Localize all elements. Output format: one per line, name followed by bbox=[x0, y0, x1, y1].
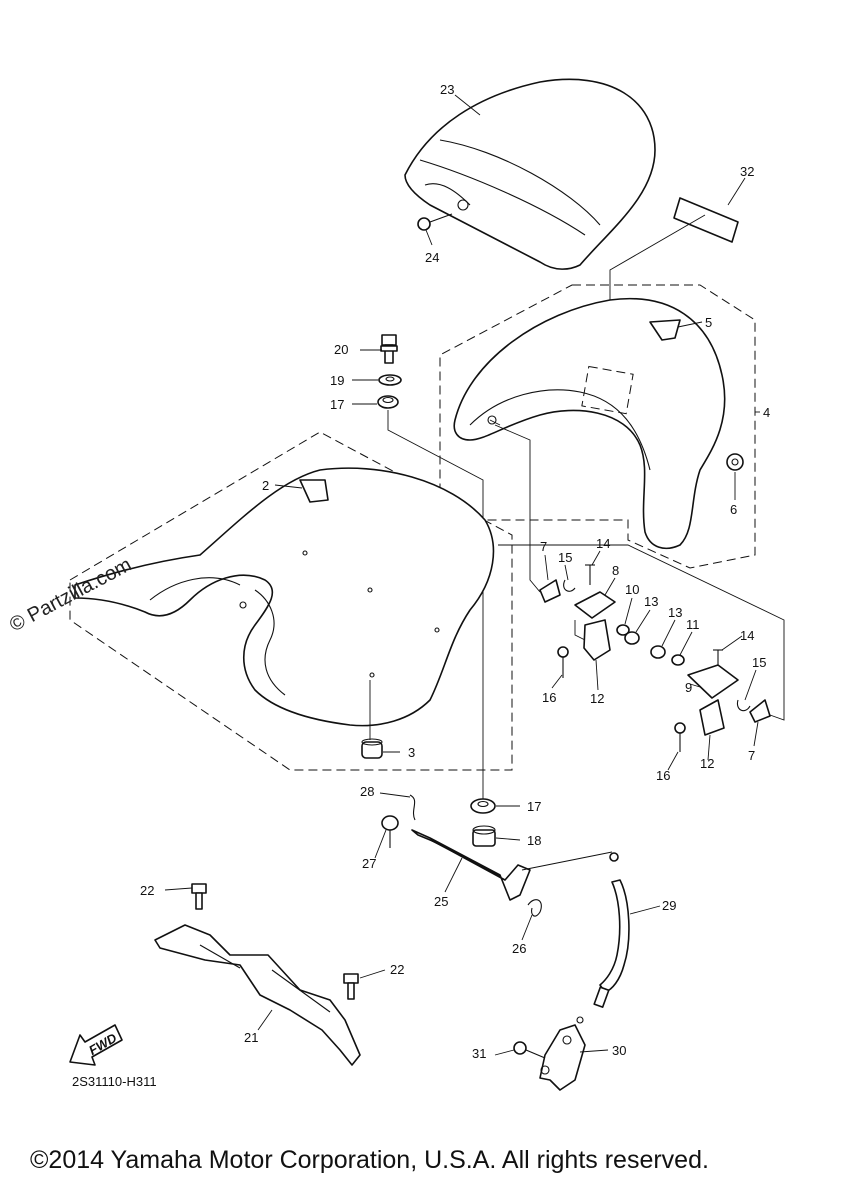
callout-29: 29 bbox=[662, 898, 676, 913]
bracket-7-right[interactable] bbox=[749, 699, 771, 723]
callout-17-upper: 17 bbox=[330, 397, 344, 412]
callout-12-left: 12 bbox=[590, 691, 604, 706]
callout-8: 8 bbox=[612, 563, 619, 578]
callout-19: 19 bbox=[330, 373, 344, 388]
collar-13-right[interactable] bbox=[650, 645, 666, 659]
screw-14-left[interactable] bbox=[585, 564, 595, 585]
collar-10[interactable] bbox=[616, 624, 630, 636]
callout-12-right: 12 bbox=[700, 756, 714, 771]
lock-plate-8[interactable] bbox=[574, 591, 616, 661]
callout-22-lower: 22 bbox=[390, 962, 404, 977]
assembly-4-boundary bbox=[439, 284, 756, 569]
callout-32: 32 bbox=[740, 164, 754, 179]
callout-26: 26 bbox=[512, 941, 526, 956]
grommet-17-upper[interactable] bbox=[377, 395, 399, 409]
clip-15-left[interactable] bbox=[563, 579, 576, 592]
grommet-17-lower[interactable] bbox=[470, 798, 496, 814]
bracket-12-right[interactable] bbox=[699, 699, 725, 736]
lock-plate-9[interactable] bbox=[687, 664, 739, 699]
callout-31: 31 bbox=[472, 1046, 486, 1061]
nut-6[interactable] bbox=[726, 453, 744, 471]
callout-leaders bbox=[164, 94, 760, 1056]
tab-2[interactable] bbox=[299, 479, 329, 503]
collar-27[interactable] bbox=[381, 815, 399, 848]
callout-13-left: 13 bbox=[644, 594, 658, 609]
callout-24: 24 bbox=[425, 250, 439, 265]
rear-seat-23[interactable] bbox=[404, 78, 656, 270]
fwd-arrow-icon: FWD bbox=[69, 1024, 123, 1066]
bracket-21[interactable] bbox=[154, 924, 361, 1066]
cable-29[interactable] bbox=[521, 851, 630, 1008]
damper-3[interactable] bbox=[361, 738, 383, 759]
tab-5[interactable] bbox=[649, 319, 681, 341]
main-seat-boundary bbox=[69, 431, 513, 771]
callout-16-left: 16 bbox=[542, 690, 556, 705]
callout-28: 28 bbox=[360, 784, 374, 799]
spring-26[interactable] bbox=[527, 899, 542, 917]
callout-13-right: 13 bbox=[668, 605, 682, 620]
callout-20: 20 bbox=[334, 342, 348, 357]
callout-15-left: 15 bbox=[558, 550, 572, 565]
bolt-22-upper[interactable] bbox=[191, 883, 207, 910]
main-seat[interactable] bbox=[74, 467, 495, 727]
pin-28[interactable] bbox=[409, 794, 416, 821]
callout-14-left: 14 bbox=[596, 536, 610, 551]
damper-18[interactable] bbox=[472, 825, 496, 847]
callout-15-right: 15 bbox=[752, 655, 766, 670]
lever-rod-25[interactable] bbox=[411, 829, 531, 901]
callout-17-lower: 17 bbox=[527, 799, 541, 814]
callout-2: 2 bbox=[262, 478, 269, 493]
collar-11[interactable] bbox=[671, 654, 685, 666]
bolt-20[interactable] bbox=[380, 334, 398, 364]
washer-19[interactable] bbox=[378, 374, 402, 386]
backrest-cover[interactable] bbox=[453, 297, 726, 549]
latch-30[interactable] bbox=[539, 1016, 586, 1091]
bracket-7-left[interactable] bbox=[539, 579, 561, 603]
callout-7-right: 7 bbox=[748, 748, 755, 763]
callout-11: 11 bbox=[686, 617, 700, 632]
callout-3: 3 bbox=[408, 745, 415, 760]
bolt-31[interactable] bbox=[513, 1041, 546, 1059]
callout-6: 6 bbox=[730, 502, 737, 517]
callout-27: 27 bbox=[362, 856, 376, 871]
callout-4: 4 bbox=[763, 405, 770, 420]
bolt-24[interactable] bbox=[417, 213, 453, 231]
clip-15-right[interactable] bbox=[736, 699, 751, 712]
callout-30: 30 bbox=[612, 1043, 626, 1058]
label-32[interactable] bbox=[673, 197, 739, 243]
callout-18: 18 bbox=[527, 833, 541, 848]
callout-14-right: 14 bbox=[740, 628, 754, 643]
bolt-16-left[interactable] bbox=[557, 646, 569, 678]
bolt-16-right[interactable] bbox=[674, 722, 686, 752]
callout-22-upper: 22 bbox=[140, 883, 154, 898]
callout-10: 10 bbox=[625, 582, 639, 597]
callout-16-right: 16 bbox=[656, 768, 670, 783]
diagram-code: 2S31110-H311 bbox=[72, 1074, 157, 1089]
bolt-22-lower[interactable] bbox=[343, 973, 359, 1000]
callout-5: 5 bbox=[705, 315, 712, 330]
callout-25: 25 bbox=[434, 894, 448, 909]
callout-9: 9 bbox=[685, 680, 692, 695]
callout-21: 21 bbox=[244, 1030, 258, 1045]
callout-23: 23 bbox=[440, 82, 454, 97]
collar-13-left[interactable] bbox=[624, 631, 640, 645]
copyright-footer: ©2014 Yamaha Motor Corporation, U.S.A. A… bbox=[30, 1146, 709, 1174]
callout-7-left: 7 bbox=[540, 539, 547, 554]
